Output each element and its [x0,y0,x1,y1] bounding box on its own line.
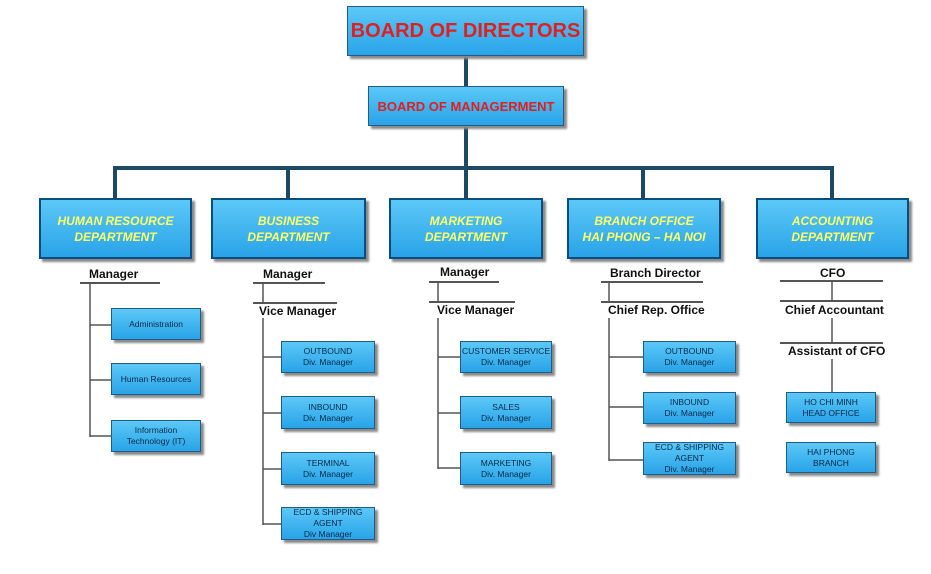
assistant-of-cfo-label: Assistant of CFO [788,344,886,358]
unit-administration: Administration [111,308,201,340]
role-underline [429,281,499,283]
cfo-label: CFO [820,266,846,280]
role-underline [253,302,337,304]
business-manager-label: Manager [263,267,313,281]
dept-marketing: MARKETING DEPARTMENT [389,198,543,259]
dept-accounting: ACCOUNTING DEPARTMENT [756,198,909,259]
business-vice-manager-label: Vice Manager [259,304,337,318]
unit-business-outbound: OUTBOUND Div. Manager [281,341,375,373]
board-of-directors-box: BOARD OF DIRECTORS [347,6,584,56]
unit-business-inbound: INBOUND Div. Manager [281,396,375,429]
unit-information-technology: Information Technology (IT) [111,420,201,452]
unit-branch-ecd-shipping: ECD & SHIPPING AGENT Div. Manager [643,442,736,475]
dept-branch-office: BRANCH OFFICE HAI PHONG – HA NOI [567,198,721,259]
unit-sales: SALES Div. Manager [460,396,552,429]
role-underline [601,301,703,303]
dept-business: BUSINESS DEPARTMENT [211,198,366,259]
board-of-management-box: BOARD OF MANAGERMENT [368,86,564,126]
unit-customer-service: CUSTOMER SERVICE Div. Manager [460,341,552,373]
unit-branch-inbound: INBOUND Div. Manager [643,392,736,424]
unit-branch-outbound: OUTBOUND Div. Manager [643,341,736,373]
marketing-vice-manager-label: Vice Manager [437,303,515,317]
unit-business-terminal: TERMINAL Div. Manager [281,452,375,485]
unit-marketing: MARKETING Div. Manager [460,452,552,485]
unit-business-ecd-shipping: ECD & SHIPPING AGENT Div Manager [281,507,375,540]
dept-human-resource: HUMAN RESOURCE DEPARTMENT [39,198,192,259]
role-underline [80,282,160,284]
role-underline [780,342,883,344]
marketing-manager-label: Manager [440,265,490,279]
unit-ho-chi-minh-head-office: HO CHI MINH HEAD OFFICE [786,392,876,423]
unit-human-resources: Human Resources [111,363,201,395]
unit-hai-phong-branch: HAI PHONG BRANCH [786,442,876,473]
role-underline [601,281,703,283]
hr-manager-label: Manager [89,267,139,281]
role-underline [780,300,883,302]
chief-rep-office-label: Chief Rep. Office [608,303,705,317]
role-underline [253,282,325,284]
branch-director-label: Branch Director [610,266,701,280]
role-underline [429,301,515,303]
role-underline [780,280,883,282]
chief-accountant-label: Chief Accountant [785,303,884,317]
